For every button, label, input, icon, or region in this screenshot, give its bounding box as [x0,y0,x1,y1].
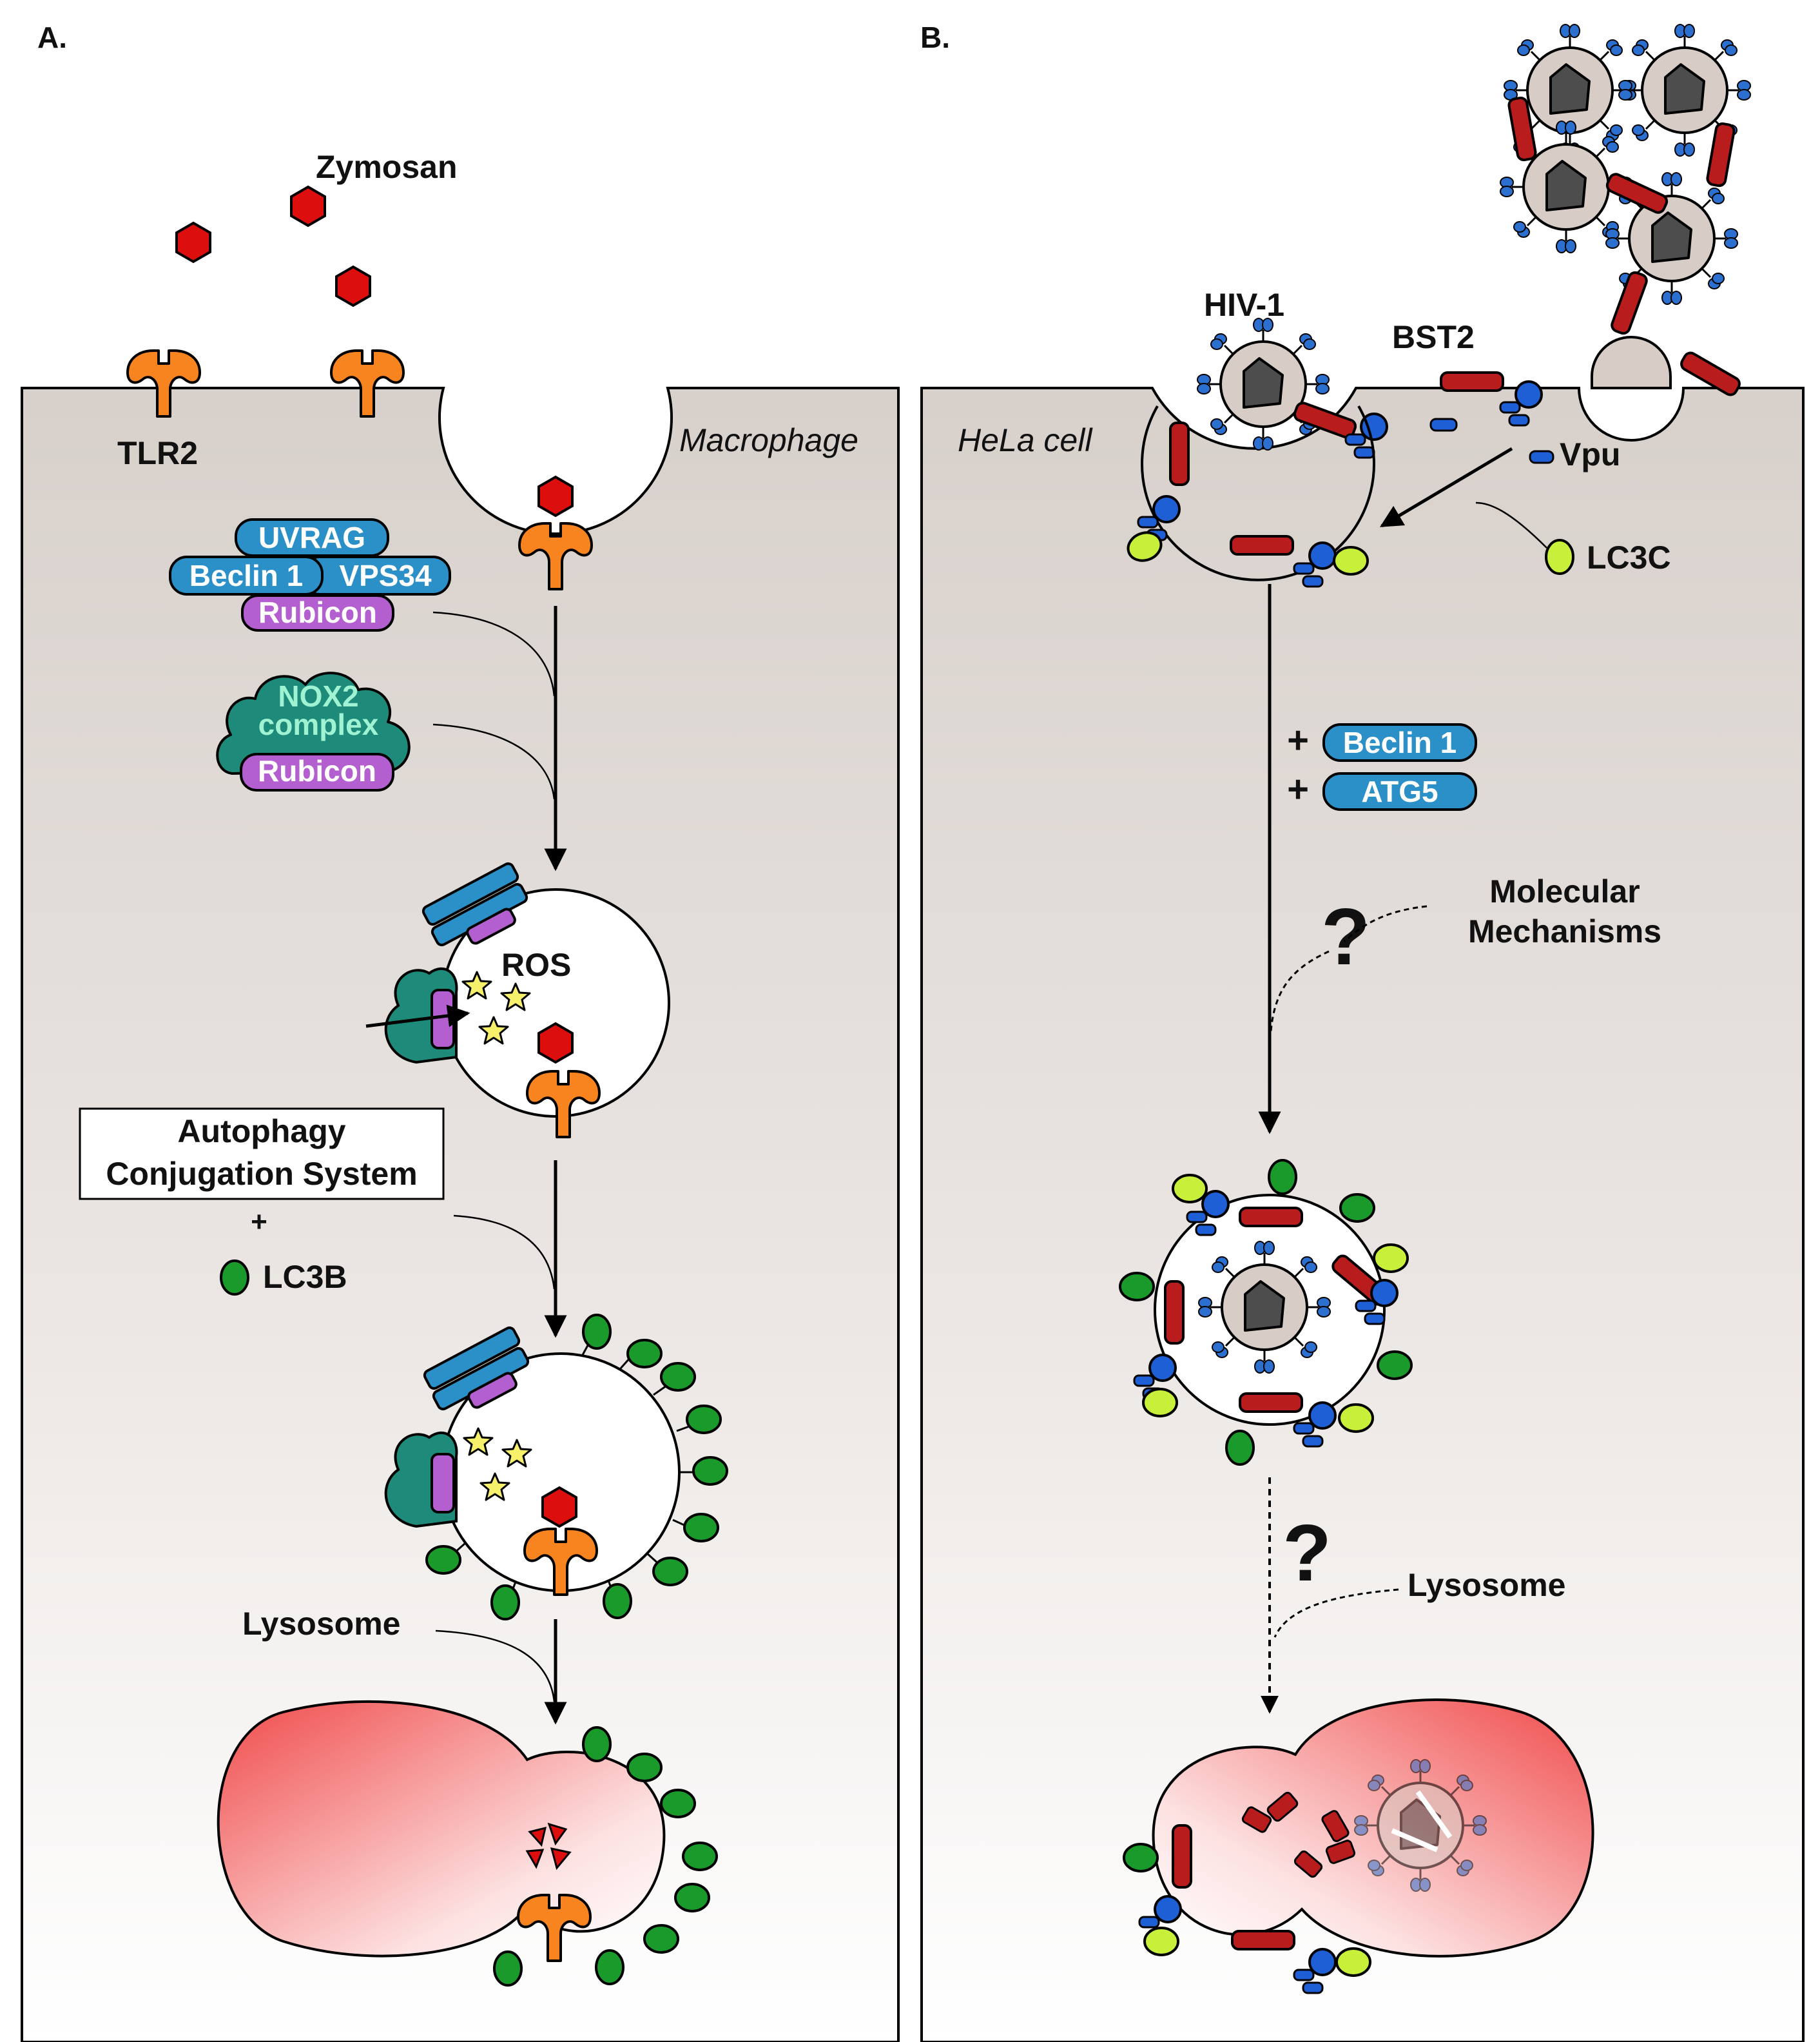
zymosan-label: Zymosan [316,149,458,185]
connector [432,723,556,800]
lc3b-icon [643,1924,679,1954]
macrophage-label: Macrophage [679,422,858,458]
conjugation-box [79,1107,445,1200]
lc3c-label: LC3C [1587,540,1671,576]
lc3b-icon [683,1513,719,1542]
autolysosome-b [1123,1698,1594,1994]
lc3b-icon [220,1259,249,1296]
plus-sign: + [1287,719,1309,761]
uvrag-label: UVRAG [258,521,365,554]
hiv1-label: HIV-1 [1204,287,1284,323]
lc3b-icon [582,1314,612,1350]
bst2-label: BST2 [1392,319,1475,355]
question-mark-2: ? [1283,1509,1331,1598]
dashed-connector [1344,905,1428,942]
lc3b-icon [686,1405,722,1434]
zymosan-particle [537,1022,574,1064]
dashed-connector [1270,950,1330,1032]
panel-b: B. HeLa cell HIV-1 BST2 Vpu [920,21,1805,2042]
nox2-complex-label: complex [258,708,379,741]
zymosan-particle [290,186,326,227]
beclin1-label-b: Beclin 1 [1343,726,1457,759]
lc3b-icon [652,1557,688,1586]
vps34-label: VPS34 [339,559,432,592]
atg5-label: ATG5 [1361,775,1438,808]
lc3b-icon [595,1949,624,1985]
lc3b-icon [660,1789,696,1818]
hela-label: HeLa cell [958,422,1093,458]
plus-sign: + [1287,768,1309,810]
atg5-pill [1322,772,1477,811]
beclin1-label: Beclin 1 [189,559,303,592]
lc3b-icon [626,1753,663,1782]
ros-label: ROS [501,947,571,983]
panel-a-label: A. [37,21,67,54]
lc3b-icon [493,1950,523,1987]
lap-phagosome [384,1314,728,1620]
nox2-label: NOX2 [278,679,358,713]
dashed-connector [1273,1588,1399,1638]
zymosan-particle [541,1486,577,1528]
zymosan-particle [537,476,574,517]
connector [435,1629,556,1702]
pi3k-complex: UVRAG Beclin 1 VPS34 Rubicon [169,518,451,632]
vpu-fragment [1529,450,1554,464]
question-mark: ? [1321,893,1370,982]
vpu-label: Vpu [1560,436,1620,472]
lc3b-icon [682,1842,718,1871]
zymosan-particle [175,222,211,263]
beclin1-pill [1322,723,1477,762]
nox2-complex: NOX2 complex Rubicon [216,672,411,792]
lc3b-icon [582,1726,612,1762]
lysosome-label-b: Lysosome [1408,1567,1565,1603]
conjugation-line2: Conjugation System [106,1156,417,1192]
lc3b-icon [660,1362,696,1392]
bst2-tether [1440,371,1504,392]
lc3c-icon [1545,539,1574,575]
lc3b-label: LC3B [263,1259,347,1295]
lc3b-icon [490,1584,520,1620]
hiv1-virion [1196,317,1330,451]
lc3b-icon [626,1339,663,1368]
panel-a: A. Macrophage Zymosan TLR2 UVRAG Beclin … [21,21,900,2042]
lc3b-icon [425,1545,461,1575]
tlr2-label: TLR2 [117,435,198,471]
lysosome-label-a: Lysosome [242,1606,400,1642]
rubicon-label-2: Rubicon [258,754,376,788]
early-vacuole [1123,405,1375,588]
plus-sign: + [251,1206,267,1238]
lc3b-icon [603,1583,632,1619]
connector [453,1214,556,1290]
connector [432,611,556,697]
mechanisms-label: Mechanisms [1468,913,1661,949]
lc3b-icon [674,1883,710,1912]
panel-b-label: B. [920,21,950,54]
molecular-label: Molecular [1489,873,1640,909]
autophagosome-hiv [1119,1159,1413,1466]
rubicon-label: Rubicon [258,596,377,629]
phagosome-ros [365,862,670,1138]
connector [1475,501,1547,549]
phagolysosome-a [217,1700,718,1987]
zymosan-particle [335,266,371,307]
tethered-virions [1499,23,1752,399]
arrow [1379,447,1513,528]
lc3b-icon [692,1456,728,1486]
vpu-fragment [1429,418,1458,432]
conjugation-line1: Autophagy [177,1113,345,1149]
